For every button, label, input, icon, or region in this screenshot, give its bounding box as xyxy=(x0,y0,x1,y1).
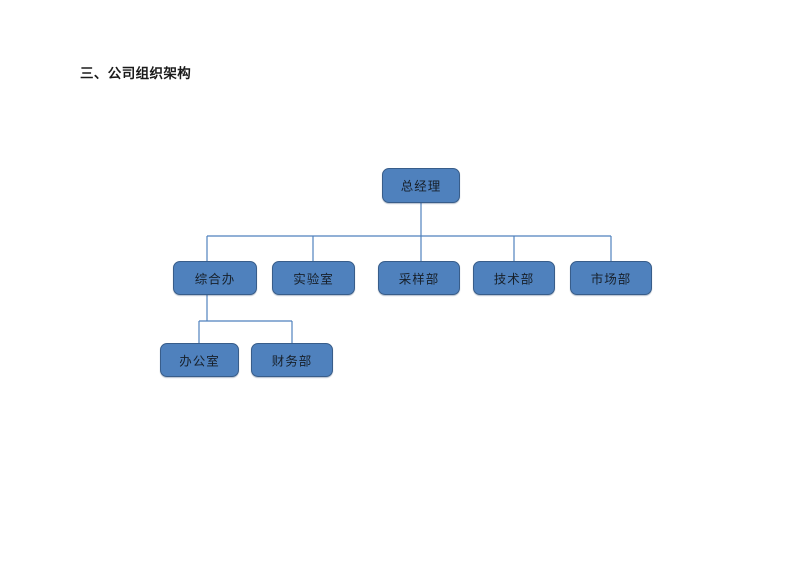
org-node-label: 实验室 xyxy=(293,272,334,286)
org-node-label: 财务部 xyxy=(271,354,313,368)
org-node-finance-department[interactable]: 财务部 xyxy=(251,343,333,377)
org-node-label: 市场部 xyxy=(590,272,632,286)
org-node-comprehensive-office[interactable]: 综合办 xyxy=(173,261,257,295)
org-node-sampling-department[interactable]: 采样部 xyxy=(378,261,460,295)
page-title: 三、公司组织架构 xyxy=(80,66,192,81)
org-node-label: 综合办 xyxy=(194,272,236,286)
org-node-label: 办公室 xyxy=(179,354,220,368)
org-node-technology-department[interactable]: 技术部 xyxy=(473,261,555,295)
org-node-label: 技术部 xyxy=(493,272,535,286)
org-node-office[interactable]: 办公室 xyxy=(160,343,239,377)
org-node-label: 采样部 xyxy=(398,272,440,286)
org-node-laboratory[interactable]: 实验室 xyxy=(272,261,355,295)
org-node-marketing-department[interactable]: 市场部 xyxy=(570,261,652,295)
org-node-label: 总经理 xyxy=(400,179,442,194)
org-node-general-manager[interactable]: 总经理 xyxy=(382,168,460,203)
